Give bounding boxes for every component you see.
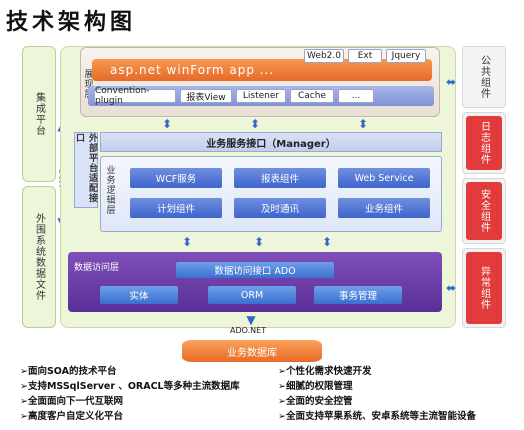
service-interface: 业务服务接口（Manager） bbox=[100, 132, 442, 152]
report-component: 报表组件 bbox=[234, 168, 326, 188]
integration-platform-panel: 集成平台 bbox=[22, 46, 56, 182]
web-service: Web Service bbox=[338, 168, 430, 188]
common-components-label: 公共组件 bbox=[478, 55, 490, 99]
arrow-updown-icon: ⬍ bbox=[161, 117, 173, 131]
features-right: ➢个性化需求快速开发 ➢细腻的权限管理 ➢全面的安全控管 ➢全面支持苹果系统、安… bbox=[278, 364, 476, 424]
security-components: 安全组件 bbox=[466, 182, 502, 240]
arrow-updown-icon: ⬍ bbox=[249, 117, 261, 131]
arrow-updown-icon: ⬍ bbox=[181, 235, 193, 249]
features-left: ➢面向SOA的技术平台 ➢支持MSSqlServer 、ORACL等多种主流数据… bbox=[20, 364, 240, 424]
feature-item: ➢面向SOA的技术平台 bbox=[20, 366, 117, 377]
logic-label: 业务逻辑层 bbox=[104, 165, 115, 215]
external-files-label: 外围系统数据文件 bbox=[33, 213, 45, 301]
feature-item: ➢全面面向下一代互联网 bbox=[20, 396, 123, 407]
external-files-panel: 外围系统数据文件 bbox=[22, 186, 56, 328]
arrow-down-icon: ▼ bbox=[246, 313, 256, 327]
feature-item: ➢个性化需求快速开发 bbox=[278, 366, 372, 377]
external-adapter: 外部平台适配接口 bbox=[74, 132, 98, 208]
arrow-updown-icon: ⬍ bbox=[253, 235, 265, 249]
more-chip: ... bbox=[338, 89, 374, 103]
exception-components: 异常组件 bbox=[466, 252, 502, 324]
adonet-label: ADO.NET bbox=[230, 326, 267, 335]
instant-messaging: 及时通讯 bbox=[234, 198, 326, 218]
arrow-updown-icon: ⬍ bbox=[357, 117, 369, 131]
convention-plugin-chip: Convention-plugin bbox=[94, 86, 176, 106]
feature-item: ➢支持MSSqlServer 、ORACL等多种主流数据库 bbox=[20, 381, 240, 392]
data-access-label: 数据访问层 bbox=[74, 263, 120, 273]
feature-item: ➢高度客户自定义化平台 bbox=[20, 411, 123, 422]
jquery-chip: Jquery bbox=[386, 49, 426, 63]
web20-chip: Web2.0 bbox=[304, 49, 344, 63]
cache-chip: Cache bbox=[290, 89, 334, 103]
feature-item: ➢全面支持苹果系统、安卓系统等主流智能设备 bbox=[278, 411, 476, 422]
transaction-management: 事务管理 bbox=[314, 286, 402, 304]
arrow-updown-icon: ⬍ bbox=[321, 235, 333, 249]
integration-label: 集成平台 bbox=[33, 92, 45, 136]
platform-text: asp.net winForm app ... bbox=[110, 63, 275, 77]
arrow-left-right-icon: ⬌ bbox=[445, 281, 457, 295]
common-components-panel: 公共组件 bbox=[462, 46, 506, 108]
report-view-chip: 报表View bbox=[180, 89, 232, 103]
wcf-service: WCF服务 bbox=[130, 168, 222, 188]
plan-component: 计划组件 bbox=[130, 198, 222, 218]
log-components: 日志组件 bbox=[466, 116, 502, 170]
business-component: 业务组件 bbox=[338, 198, 430, 218]
entity: 实体 bbox=[100, 286, 178, 304]
listener-chip: Listener bbox=[236, 89, 286, 103]
data-access-interface: 数据访问接口 ADO bbox=[176, 262, 334, 278]
business-database: 业务数据库 bbox=[182, 340, 322, 362]
presentation-label: 展现层 bbox=[82, 69, 93, 99]
orm: ORM bbox=[208, 286, 296, 304]
arrow-left-right-icon: ⬌ bbox=[445, 75, 457, 89]
platform-bar: asp.net winForm app ... bbox=[92, 59, 432, 81]
feature-item: ➢细腻的权限管理 bbox=[278, 381, 353, 392]
feature-item: ➢全面的安全控管 bbox=[278, 396, 353, 407]
page-title: 技术架构图 bbox=[6, 9, 137, 35]
ext-chip: Ext bbox=[348, 49, 382, 63]
